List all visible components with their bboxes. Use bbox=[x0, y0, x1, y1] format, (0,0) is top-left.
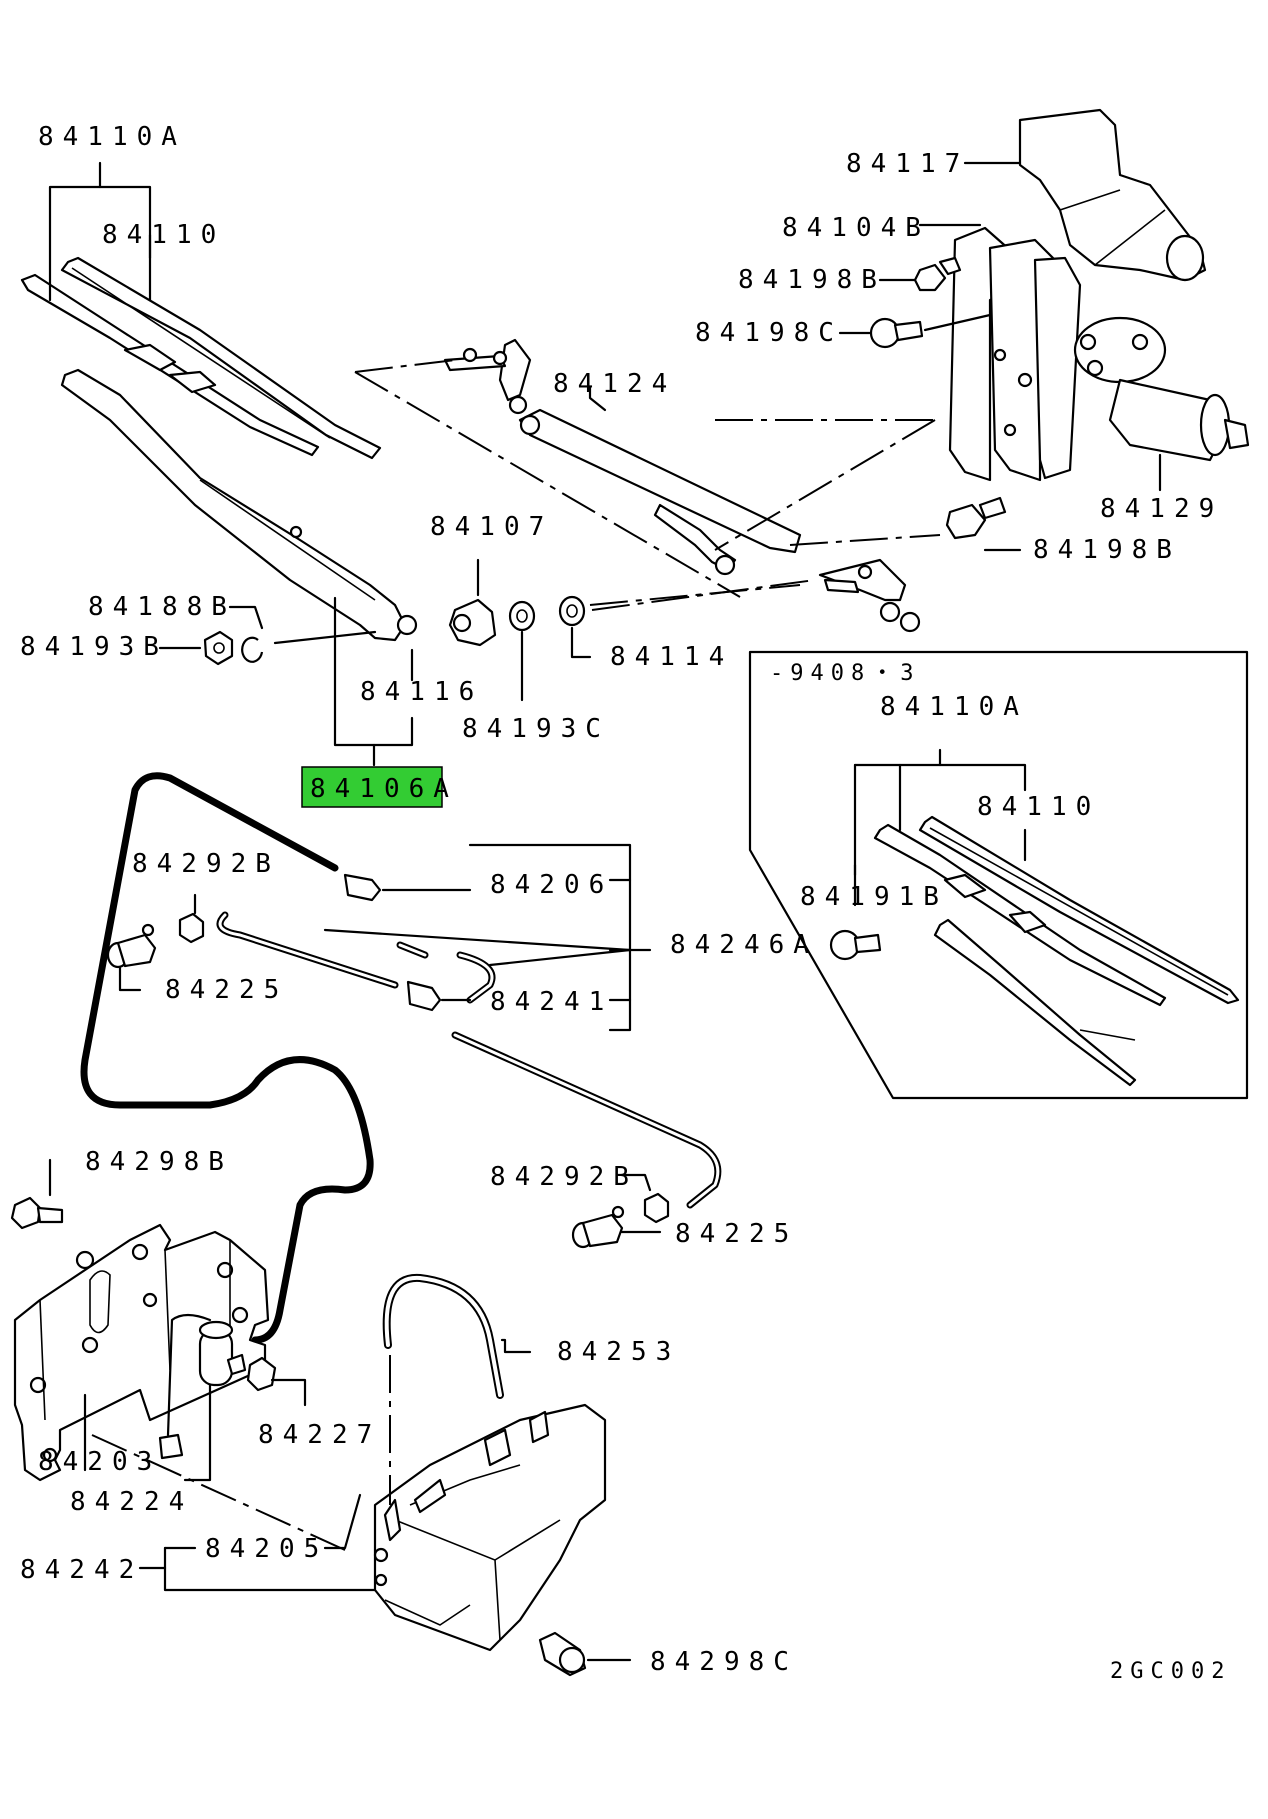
motor-cover-84117[interactable] bbox=[1018, 108, 1207, 282]
nozzle-84225-a[interactable] bbox=[106, 923, 157, 969]
filler-hose-84253[interactable] bbox=[382, 1273, 504, 1399]
tank-bracket-84203[interactable] bbox=[13, 1223, 270, 1482]
inset-bolt-84191B[interactable] bbox=[829, 929, 882, 961]
label-84241: 84241 bbox=[490, 987, 613, 1017]
label-84253: 84253 bbox=[557, 1337, 680, 1367]
label-84110A-top: 84110A bbox=[38, 122, 186, 152]
washer-84188B[interactable] bbox=[241, 636, 264, 663]
label-84191B: 84191B bbox=[800, 882, 948, 912]
label-84110A-inset: 84110A bbox=[880, 692, 1028, 722]
grommet-84227[interactable] bbox=[226, 1353, 277, 1392]
bushing-84114[interactable] bbox=[558, 595, 586, 627]
label-84106A[interactable]: 84106A bbox=[310, 774, 458, 804]
bolt-84198B-b[interactable] bbox=[945, 496, 1007, 540]
joint-84206[interactable] bbox=[343, 873, 382, 902]
label-84298C: 84298C bbox=[650, 1647, 798, 1677]
washer-tank-84242[interactable] bbox=[373, 1403, 607, 1652]
label-84246A: 84246A bbox=[670, 930, 818, 960]
joint-84241[interactable] bbox=[406, 980, 442, 1012]
label-inset-note: -9408・3 bbox=[770, 661, 920, 686]
label-84224: 84224 bbox=[70, 1487, 193, 1517]
washer-hose-84246A[interactable] bbox=[80, 772, 722, 1344]
label-84203: 84203 bbox=[38, 1447, 161, 1477]
label-84124: 84124 bbox=[553, 369, 676, 399]
label-84198B-b: 84198B bbox=[1033, 535, 1181, 565]
nozzle-84225-b[interactable] bbox=[571, 1205, 625, 1249]
bolt-84198B-a[interactable] bbox=[913, 256, 962, 292]
label-84298B: 84298B bbox=[85, 1147, 233, 1177]
wiper-blade-84110[interactable] bbox=[20, 256, 382, 460]
bolt-84298B[interactable] bbox=[10, 1196, 64, 1230]
label-84242: 84242 bbox=[20, 1555, 143, 1585]
label-84206: 84206 bbox=[490, 870, 613, 900]
label-84114: 84114 bbox=[610, 642, 733, 672]
label-84193B: 84193B bbox=[20, 632, 168, 662]
wiper-arm-84116[interactable] bbox=[60, 368, 418, 642]
inset-wiper-blade[interactable] bbox=[873, 815, 1240, 1007]
washer-84193C[interactable] bbox=[508, 600, 536, 632]
label-84198B-a: 84198B bbox=[738, 265, 886, 295]
label-84110-inset: 84110 bbox=[977, 792, 1100, 822]
label-84292B-b: 84292B bbox=[490, 1162, 638, 1192]
label-84110-top: 84110 bbox=[102, 220, 225, 250]
inset-wiper-arm[interactable] bbox=[933, 918, 1137, 1087]
inset-box bbox=[748, 650, 1249, 1100]
bolt-84198C[interactable] bbox=[869, 317, 924, 349]
wiper-linkage-84124[interactable] bbox=[443, 338, 921, 633]
label-84116: 84116 bbox=[360, 677, 483, 707]
label-84188B: 84188B bbox=[88, 592, 236, 622]
nut-84107[interactable] bbox=[448, 598, 497, 647]
label-84227: 84227 bbox=[258, 1420, 381, 1450]
wiper-motor-84129[interactable] bbox=[1073, 316, 1250, 462]
label-84205: 84205 bbox=[205, 1534, 328, 1564]
label-84292B-a: 84292B bbox=[132, 849, 280, 879]
label-84117: 84117 bbox=[846, 149, 969, 179]
motor-bracket-84104B[interactable] bbox=[948, 226, 1082, 482]
washer-pump-84224[interactable] bbox=[158, 1313, 234, 1460]
label-84198C: 84198C bbox=[695, 318, 843, 348]
highlight-84106A[interactable] bbox=[301, 766, 443, 808]
label-84225-b: 84225 bbox=[675, 1219, 798, 1249]
nozzle-nut-84292B-b[interactable] bbox=[643, 1192, 670, 1224]
bolt-84298C[interactable] bbox=[538, 1631, 587, 1677]
label-84129: 84129 bbox=[1100, 494, 1223, 524]
label-84104B: 84104B bbox=[782, 213, 930, 243]
diagram-code: 2GC002 bbox=[1110, 1659, 1231, 1684]
label-84107: 84107 bbox=[430, 512, 553, 542]
label-84193C: 84193C bbox=[462, 714, 610, 744]
label-84225-a: 84225 bbox=[165, 975, 288, 1005]
nozzle-nut-84292B-a[interactable] bbox=[178, 912, 205, 944]
nut-84193B[interactable] bbox=[203, 630, 234, 666]
